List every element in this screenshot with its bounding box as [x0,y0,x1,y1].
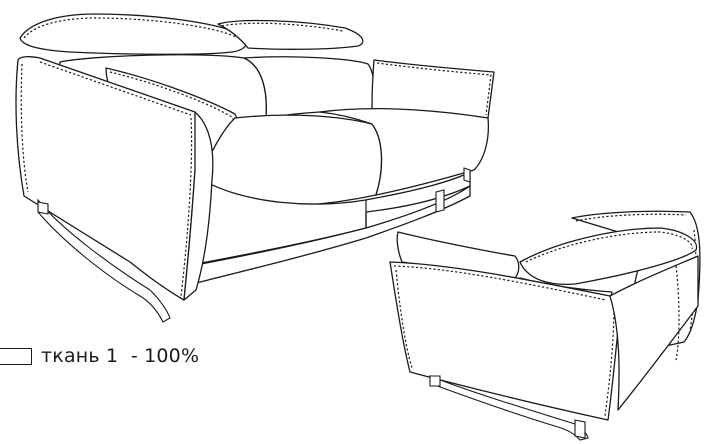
left-arm-inner [183,111,214,301]
rear-leg-right [574,419,586,439]
leg-right [435,189,445,213]
right-armrest-stitch [376,62,492,116]
rear-leg-left-foot [429,375,441,387]
rear-back-panel [389,261,620,421]
fabric-swatch [0,347,32,365]
headrest-left-stitch [23,17,237,39]
headrest-right [217,19,364,50]
sofa-two-seat-back-view [389,210,701,441]
leg-right-back [463,167,471,183]
headrest-right-stitch [221,22,344,32]
seat-cushion-right [319,107,490,196]
rear-leg-left [429,375,589,441]
rear-headrest-stitch [525,231,693,263]
frame-base-rail [179,185,471,287]
sofa-three-seat-front-view [15,13,495,323]
rear-left-arm [396,231,520,279]
leg-left-front [37,198,171,323]
rear-side-strip [609,255,699,411]
fabric-legend: ткань 1 - 100% [0,343,199,369]
fabric-legend-label: ткань 1 - 100% [41,345,200,367]
rear-headrest [519,227,698,286]
rear-back-panel-stitch [393,265,615,417]
left-side-panel-stitch [20,61,193,297]
headrest-left [19,13,248,55]
leg-left-rear [37,201,49,215]
